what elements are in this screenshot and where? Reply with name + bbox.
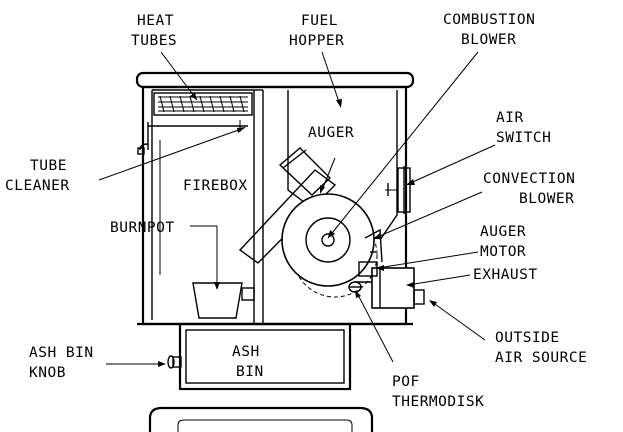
label-firebox: FIREBOX bbox=[183, 178, 248, 194]
label-pof-thermodisk-line2: THERMODISK bbox=[392, 394, 484, 410]
label-ash-bin-knob-line2: KNOB bbox=[29, 365, 66, 381]
outer-cabinet bbox=[141, 85, 408, 326]
label-combustion-blower-line2: BLOWER bbox=[461, 32, 516, 48]
label-heat-tubes-line1: HEAT bbox=[137, 13, 174, 29]
leader-lines bbox=[98, 51, 496, 367]
label-exhaust: EXHAUST bbox=[473, 267, 538, 283]
auger-motor-exhaust bbox=[348, 261, 425, 309]
label-pof-thermodisk-line1: POF bbox=[392, 374, 420, 390]
label-air-switch-line1: AIR bbox=[496, 110, 524, 126]
label-tube-cleaner-line2: CLEANER bbox=[5, 178, 70, 194]
heat-tubes bbox=[137, 92, 253, 155]
label-air-switch-line2: SWITCH bbox=[496, 130, 551, 146]
ash-bin bbox=[148, 322, 374, 432]
label-outside-air-source-line2: AIR SOURCE bbox=[495, 350, 587, 366]
label-tube-cleaner-line1: TUBE bbox=[30, 158, 67, 174]
label-convection-blower-line2: BLOWER bbox=[519, 191, 574, 207]
labels: HEAT TUBES FUEL HOPPER COMBUSTION BLOWER… bbox=[5, 12, 587, 410]
label-auger-motor-line1: AUGER bbox=[480, 224, 526, 240]
label-auger-motor-line2: MOTOR bbox=[480, 244, 526, 260]
label-combustion-blower-line1: COMBUSTION bbox=[443, 12, 535, 28]
burnpot bbox=[192, 282, 255, 319]
label-auger: AUGER bbox=[308, 125, 354, 141]
label-ash-bin-line2: BIN bbox=[236, 364, 264, 380]
label-fuel-hopper-line1: FUEL bbox=[301, 13, 338, 29]
air-switch-device bbox=[385, 166, 411, 214]
label-burnpot: BURNPOT bbox=[110, 220, 175, 236]
label-convection-blower-line1: CONVECTION bbox=[483, 171, 575, 187]
label-heat-tubes-line2: TUBES bbox=[131, 33, 177, 49]
label-outside-air-source-line1: OUTSIDE bbox=[495, 330, 560, 346]
label-ash-bin-line1: ASH bbox=[232, 344, 260, 360]
auger-tube bbox=[238, 147, 337, 264]
label-fuel-hopper-line2: HOPPER bbox=[289, 33, 344, 49]
combustion-blower bbox=[281, 193, 379, 300]
convection-blower bbox=[364, 228, 383, 263]
label-ash-bin-knob-line1: ASH BIN bbox=[29, 345, 94, 361]
